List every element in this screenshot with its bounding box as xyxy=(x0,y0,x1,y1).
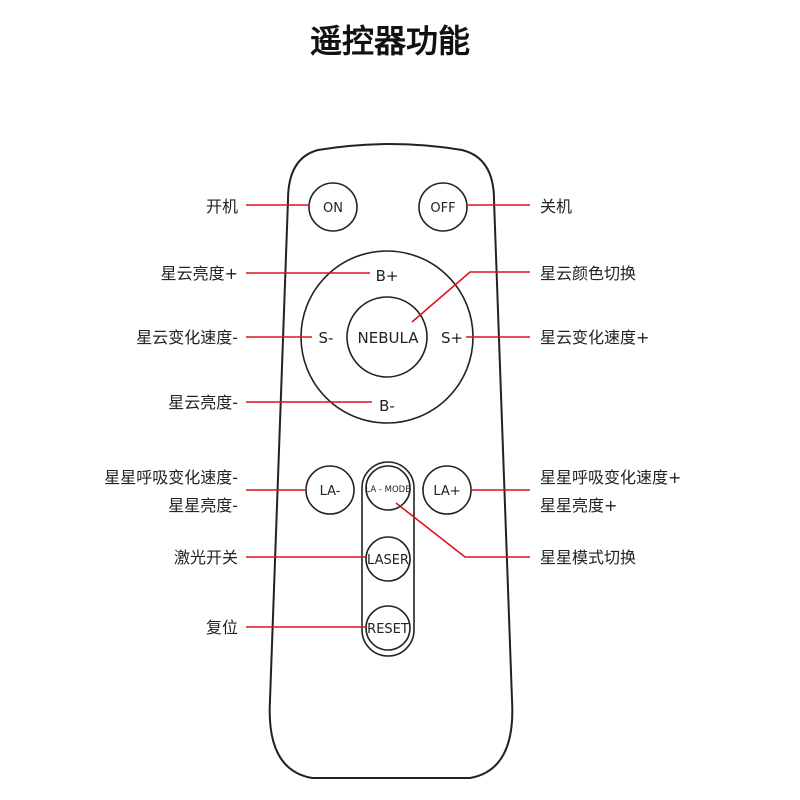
label-reset: 复位 xyxy=(206,618,238,637)
label-power-on: 开机 xyxy=(206,197,238,216)
laser-button[interactable]: LASER xyxy=(365,536,411,582)
label-laser-switch: 激光开关 xyxy=(174,548,238,567)
diagram-title: 遥控器功能 xyxy=(310,22,470,60)
leader-lines xyxy=(246,204,530,628)
label-nebula-color-switch: 星云颜色切换 xyxy=(540,264,636,283)
nebula-button[interactable] xyxy=(346,296,428,378)
on-button-label: ON xyxy=(323,201,343,216)
label-star-breath-speed-down: 星星呼吸变化速度- xyxy=(104,468,238,487)
remote-body-outline xyxy=(268,143,514,779)
brightness-down-button[interactable]: B- xyxy=(379,397,395,415)
off-button[interactable]: OFF xyxy=(418,182,468,232)
la-mode-button[interactable]: LA - MODE xyxy=(365,465,411,511)
la-plus-label: LA+ xyxy=(433,484,460,499)
label-nebula-speed-up: 星云变化速度+ xyxy=(540,328,649,347)
label-nebula-brightness-down: 星云亮度- xyxy=(168,393,238,412)
la-plus-button[interactable]: LA+ xyxy=(422,465,472,515)
label-nebula-speed-down: 星云变化速度- xyxy=(136,328,238,347)
label-star-brightness-up: 星星亮度+ xyxy=(540,496,617,515)
nebula-button-label: NEBULA xyxy=(358,329,420,347)
off-button-label: OFF xyxy=(430,201,455,216)
la-minus-button[interactable]: LA- xyxy=(305,465,355,515)
label-power-off: 关机 xyxy=(540,197,572,216)
laser-label: LASER xyxy=(367,553,409,568)
la-minus-label: LA- xyxy=(320,484,341,499)
label-nebula-brightness-up: 星云亮度+ xyxy=(161,264,238,283)
label-star-mode-switch: 星星模式切换 xyxy=(540,548,636,567)
reset-button[interactable]: RESET xyxy=(365,605,411,651)
label-star-brightness-down: 星星亮度- xyxy=(168,496,238,515)
brightness-up-button[interactable]: B+ xyxy=(376,267,399,285)
label-star-breath-speed-up: 星星呼吸变化速度+ xyxy=(540,468,681,487)
la-mode-label: LA - MODE xyxy=(365,485,410,495)
leader-line-la-mode xyxy=(395,502,530,558)
speed-up-button[interactable]: S+ xyxy=(441,329,463,347)
on-button[interactable]: ON xyxy=(308,182,358,232)
reset-label: RESET xyxy=(367,622,409,637)
speed-down-button[interactable]: S- xyxy=(319,329,334,347)
leader-line-color-switch xyxy=(411,271,530,323)
